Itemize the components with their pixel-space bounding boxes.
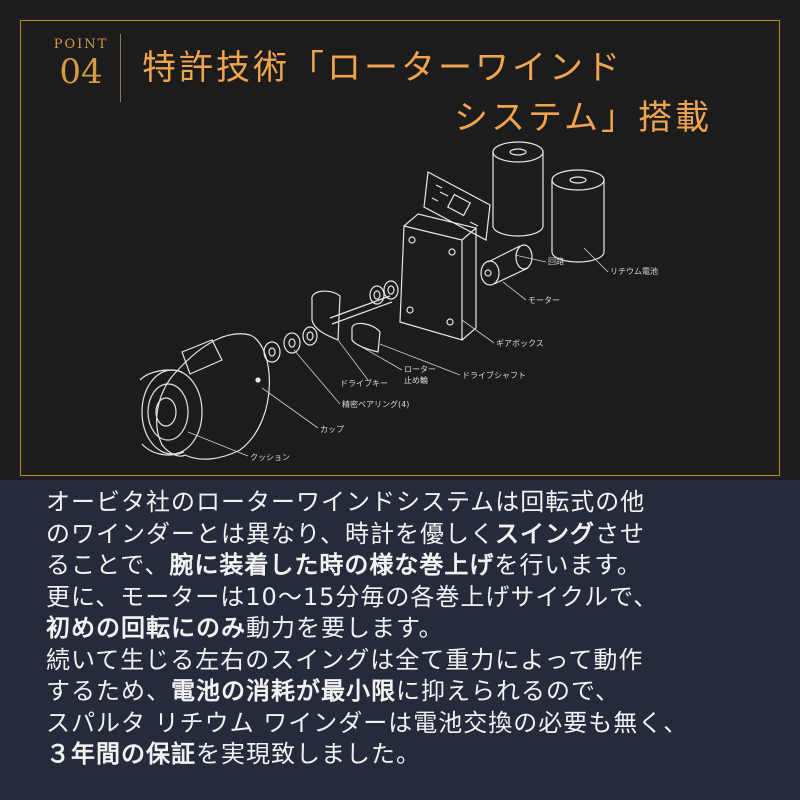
body-line: 続いて生じる左右のスイングは全て重力によって動作 [46,645,766,677]
body-text-run: スパルタ リチウム ワインダーは電池交換の必要も無く、 [46,708,689,737]
body-line: するため、電池の消耗が最小限に抑えられるので、 [46,676,766,708]
hero-panel [0,0,800,480]
body-text-run: するため、 [46,677,171,705]
body-line: オービタ社のローターワインドシステムは回転式の他 [46,487,766,519]
exploded-diagram: リチウム電池 回路 モーター ギアボックス ドライブシャフト ローター 止め輪 … [139,141,658,462]
bearings-lower [263,326,318,363]
emphasis-text: 腕に装着した時の様な巻上げ [169,551,495,579]
drive-shaft [329,295,393,325]
label-drive-key: ドライブキー [340,378,388,388]
label-cushion: クッション [250,453,290,462]
label-lithium-battery: リチウム電池 [610,266,658,276]
body-text-run: を実現致しました。 [196,740,421,768]
divider [120,34,121,102]
cushion [139,369,203,456]
emphasis-text: ３年間の保証 [46,740,196,768]
body-text-run: ることで、 [46,551,170,579]
label-bearing: 精密ベアリング(4) [342,399,409,409]
body-text-run: させ [595,519,646,548]
label-circuit: 回路 [548,256,564,266]
body-line: 初めの回転にのみ動力を要します。 [46,613,766,645]
body-line: ることで、腕に装着した時の様な巻上げを行います。 [46,550,766,582]
point-label: POINT [53,37,109,52]
battery-2 [551,169,605,263]
body-text-run: 続いて生じる左右のスイングは全て重力によって動作 [46,645,644,674]
body-text-run: を行います。 [494,551,642,579]
body-text-run: オービタ社のローターワインドシステムは回転式の他 [46,488,646,516]
rotor [311,290,381,353]
body-text-run: のワインダーとは異なり、時計を優しく [46,519,496,548]
body-text-run: に抑えられるので、 [396,677,621,705]
body-line: 更に、モーターは10～15分毎の各巻上げサイクルで、 [46,582,766,614]
bearings-upper [369,280,399,305]
headline-line1: 特許技術「ローターワインド [142,48,623,88]
label-motor: モーター [528,296,560,305]
gold-frame [20,20,780,476]
battery-1 [492,141,544,237]
body-line: ３年間の保証を実現致しました。 [46,739,766,771]
gearbox [399,213,478,341]
body-line: スパルタ リチウム ワインダーは電池交換の必要も無く、 [46,708,766,740]
description-text: オービタ社のローターワインドシステムは回転式の他のワインダーとは異なり、時計を優… [46,487,766,771]
point-badge: POINT 04 [44,36,118,100]
cup [156,333,270,460]
label-rotor: ローター [404,365,436,374]
motor [480,244,533,286]
label-cup: カップ [320,425,344,434]
emphasis-text: スイング [495,519,596,548]
label-stop-ring: 止め輪 [404,375,428,385]
circuit-board [423,171,491,241]
emphasis-text: 初めの回転にのみ [46,614,246,642]
body-line: のワインダーとは異なり、時計を優しくスイングさせ [46,519,766,551]
point-number: 04 [59,52,103,92]
body-text-run: 動力を要します。 [246,614,444,642]
label-drive-shaft: ドライブシャフト [462,370,526,380]
label-gearbox: ギアボックス [496,339,544,348]
body-text-run: 更に、モーターは10～15分毎の各巻上げサイクルで、 [46,582,659,611]
emphasis-text: 電池の消耗が最小限 [171,677,396,705]
headline-line2: システム」搭載 [454,98,712,138]
